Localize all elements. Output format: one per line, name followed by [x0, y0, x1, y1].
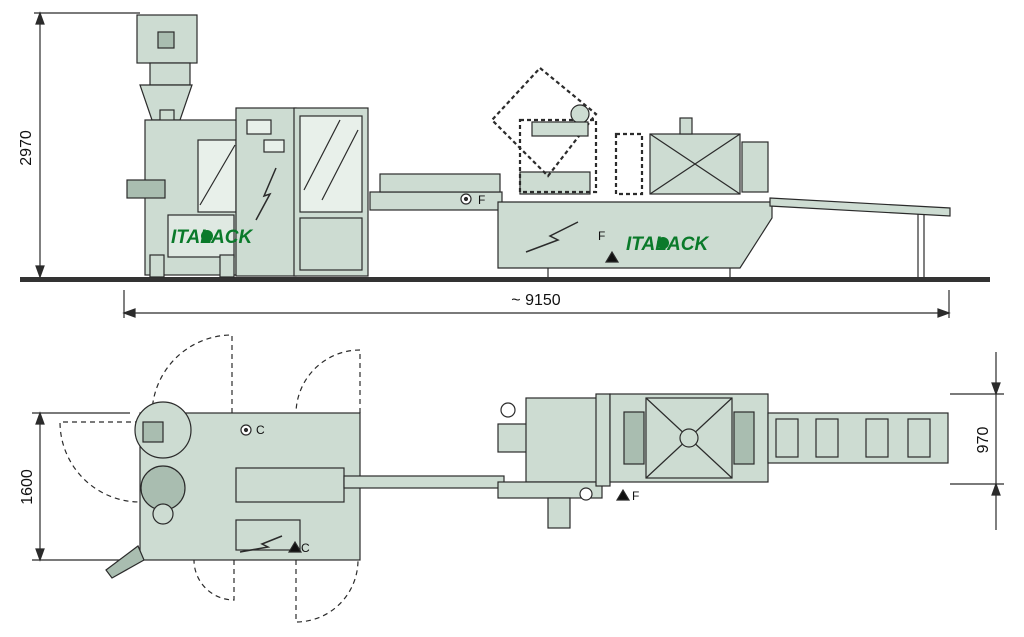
f-point-circle — [579, 487, 593, 501]
bagging-machine-plan — [105, 401, 361, 579]
width-dimension — [32, 411, 140, 562]
guard-bracket — [531, 121, 589, 137]
brand-logo-wrapper: ITAL ACK — [626, 234, 709, 255]
weigher-hopper — [136, 14, 198, 123]
c-marker-label-top: C — [256, 423, 265, 437]
f-marker-label-machine: F — [598, 229, 605, 243]
guard-pivot — [570, 104, 590, 124]
length-dimension — [122, 290, 951, 318]
infeed-conveyor — [369, 173, 503, 211]
outfeed-conveyor-plan — [767, 412, 949, 464]
brand-logo-bagger: ITAL ACK — [171, 227, 253, 248]
f-marker-label-plan: F — [632, 489, 639, 503]
svg-text:ACK: ACK — [210, 227, 253, 248]
width-dimension-label: 1600 — [19, 469, 36, 505]
floor-line — [20, 277, 990, 282]
side-elevation-view: 2970 — [18, 11, 990, 318]
shrink-wrapping-machine — [497, 117, 773, 277]
length-dimension-label: ~ 9150 — [511, 292, 560, 309]
f-triangle-icon — [604, 250, 620, 263]
outfeed-conveyor — [769, 197, 951, 277]
conveyor-width-dimension-label: 970 — [975, 427, 992, 454]
lightning-icon — [525, 221, 579, 253]
conveyor-width-dimension — [950, 352, 1004, 530]
door-swing-arcs — [59, 334, 361, 623]
bagging-machine — [126, 119, 241, 278]
c-triangle-icon — [287, 540, 303, 553]
f-triangle-icon — [615, 488, 631, 501]
height-dimension-label: 2970 — [18, 130, 35, 166]
lightning-icon — [239, 535, 283, 553]
transfer-conveyor-plan — [343, 475, 505, 489]
open-guard-dashed — [490, 66, 644, 196]
c-marker-label-bottom: C — [301, 541, 310, 555]
svg-text:ITAL: ITAL — [626, 234, 667, 255]
control-cabinet — [235, 107, 297, 277]
f-marker-label-side: F — [478, 193, 485, 207]
height-dimension — [34, 11, 140, 279]
svg-text:ACK: ACK — [666, 234, 709, 255]
lightning-icon — [255, 167, 277, 221]
wrapping-machine-plan — [497, 393, 769, 529]
plan-view: 1600 C C — [19, 334, 1004, 623]
svg-text:ITAL: ITAL — [171, 227, 212, 248]
glass-guard-cabinet — [293, 107, 369, 277]
